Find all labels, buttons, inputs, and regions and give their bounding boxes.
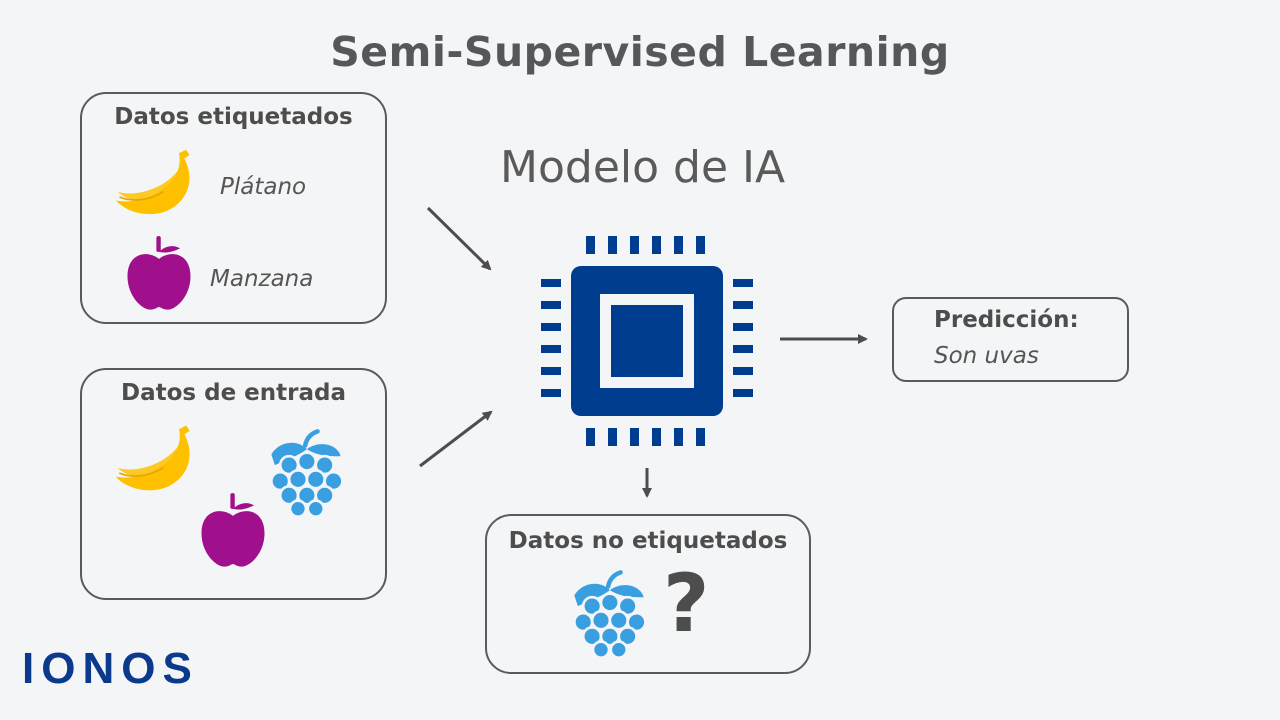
apple-label: Manzana <box>210 266 314 292</box>
diagram-title: Semi-Supervised Learning <box>330 28 950 76</box>
prediction-value: Son uvas <box>934 343 1039 369</box>
prediction-box: Predicción: Son uvas <box>892 297 1129 382</box>
labeled-data-box: Datos etiquetados Plátano Manzana <box>80 92 387 324</box>
unlabeled-data-box: Datos no etiquetados ? <box>485 514 811 674</box>
labeled-data-title: Datos etiquetados <box>114 104 353 130</box>
banana-label: Plátano <box>220 174 307 200</box>
unlabeled-data-title: Datos no etiquetados <box>508 528 788 554</box>
model-title: Modelo de IA <box>500 142 786 193</box>
arrow-input-to-model <box>419 410 493 468</box>
input-data-box: Datos de entrada <box>80 368 387 600</box>
prediction-title: Predicción: <box>934 307 1079 333</box>
chip-icon <box>541 236 753 446</box>
grapes-icon <box>569 570 649 660</box>
arrow-labeled-to-model <box>426 206 492 271</box>
ionos-logo: IONOS <box>22 644 199 693</box>
question-mark-icon: ? <box>663 557 710 650</box>
input-data-title: Datos de entrada <box>121 380 346 406</box>
